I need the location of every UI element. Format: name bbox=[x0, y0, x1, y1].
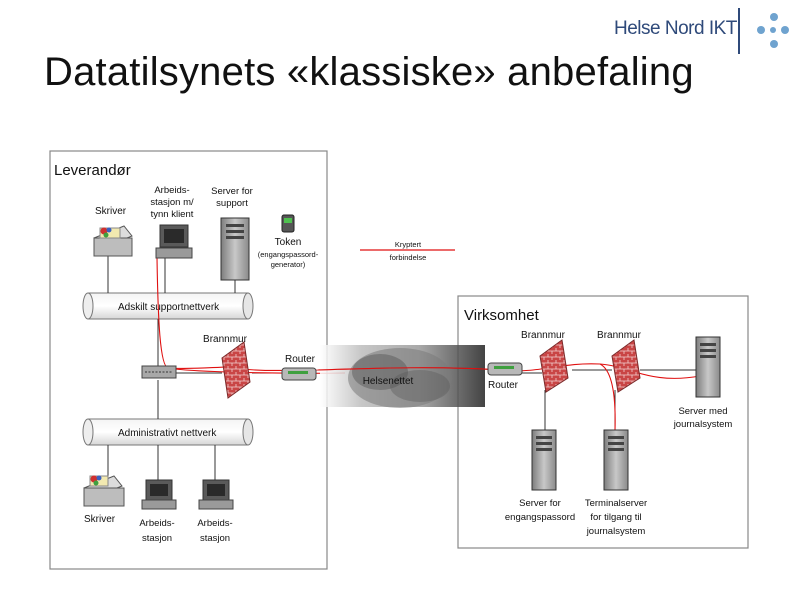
legend-label-2: forbindelse bbox=[390, 253, 427, 262]
firewall-leverandor: Brannmur bbox=[203, 334, 251, 399]
support-network-label: Adskilt supportnettverk bbox=[118, 302, 220, 313]
logo-divider bbox=[738, 8, 740, 54]
slide-title: Datatilsynets «klassiske» anbefaling bbox=[44, 50, 694, 94]
virksomhet-title: Virksomhet bbox=[464, 307, 540, 324]
workstation-2-label-2: stasjon bbox=[200, 533, 230, 544]
router-virksomhet: Router bbox=[487, 362, 523, 391]
support-server-label-2: support bbox=[216, 198, 248, 209]
firewall-leverandor-label: Brannmur bbox=[203, 334, 248, 345]
encrypted-path-cloud bbox=[317, 367, 501, 371]
terminal-server-label-3: journalsystem bbox=[586, 526, 646, 537]
support-server: Server for support bbox=[211, 186, 253, 281]
router-leverandor: Router bbox=[281, 354, 317, 381]
printer-bottom-label: Skriver bbox=[84, 514, 116, 525]
firewall-virksomhet-1-label: Brannmur bbox=[521, 330, 566, 341]
switch-device bbox=[141, 365, 177, 379]
token-sub-2: generator) bbox=[271, 260, 306, 269]
otp-server-label-2: engangspassord bbox=[505, 512, 575, 523]
workstation-1-label-2: stasjon bbox=[142, 533, 172, 544]
journal-server: Server med journalsystem bbox=[673, 336, 733, 430]
admin-network-pipe: Administrativt nettverk bbox=[82, 418, 254, 446]
printer-top-label: Skriver bbox=[95, 206, 127, 217]
token-sub-1: (engangspassord- bbox=[258, 250, 319, 259]
terminal-server-label-2: for tilgang til bbox=[590, 512, 641, 523]
helsenettet-cloud: Helsenettet bbox=[320, 345, 485, 408]
leverandor-title: Leverandør bbox=[54, 162, 131, 179]
otp-server-label-1: Server for bbox=[519, 498, 561, 509]
terminal-server-label-1: Terminalserver bbox=[585, 498, 647, 509]
support-server-label-1: Server for bbox=[211, 186, 253, 197]
legend-encrypted: Kryptert forbindelse bbox=[360, 240, 455, 262]
printer-bottom: Skriver bbox=[83, 475, 125, 525]
firewall-virksomhet-2: Brannmur bbox=[597, 330, 642, 393]
logo-dots-icon bbox=[757, 13, 789, 48]
token-label: Token bbox=[275, 237, 302, 248]
workstation-1-label-1: Arbeids- bbox=[139, 518, 174, 529]
token-device: Token (engangspassord- generator) bbox=[258, 214, 319, 269]
workstation-client-label-3: tynn klient bbox=[151, 209, 194, 220]
firewall-virksomhet-2-label: Brannmur bbox=[597, 330, 642, 341]
journal-server-label-1: Server med bbox=[678, 406, 727, 417]
workstation-client-label-2: stasjon m/ bbox=[150, 197, 194, 208]
workstation-2: Arbeids- stasjon bbox=[197, 479, 234, 544]
legend-label-1: Kryptert bbox=[395, 240, 422, 249]
helse-nord-logo-text: Helse Nord IKT bbox=[614, 18, 737, 39]
workstation-1: Arbeids- stasjon bbox=[139, 479, 177, 544]
router-virksomhet-label: Router bbox=[488, 380, 519, 391]
admin-network-label: Administrativt nettverk bbox=[118, 428, 217, 439]
firewall-virksomhet-1: Brannmur bbox=[521, 330, 569, 393]
terminal-server: Terminalserver for tilgang til journalsy… bbox=[585, 429, 647, 537]
printer-top: Skriver bbox=[93, 206, 133, 257]
support-network-pipe: Adskilt supportnettverk bbox=[82, 292, 254, 320]
otp-server: Server for engangspassord bbox=[505, 429, 575, 523]
helsenettet-label: Helsenettet bbox=[363, 376, 414, 387]
router-leverandor-label: Router bbox=[285, 354, 316, 365]
workstation-2-label-1: Arbeids- bbox=[197, 518, 232, 529]
workstation-client-label-1: Arbeids- bbox=[154, 185, 189, 196]
journal-server-label-2: journalsystem bbox=[673, 419, 733, 430]
workstation-client: Arbeids- stasjon m/ tynn klient bbox=[150, 185, 194, 259]
